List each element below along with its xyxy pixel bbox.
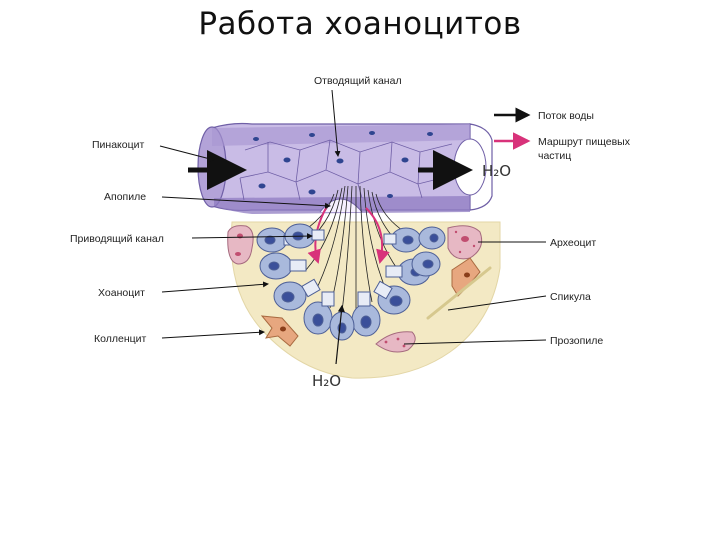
label-collencyte: Колленцит — [94, 333, 146, 345]
left-pink-cell — [228, 226, 253, 264]
h2o-inflow-label: H₂O — [312, 372, 341, 390]
label-prosopyle: Прозопиле — [550, 335, 603, 347]
label-pinacocyte: Пинакоцит — [92, 139, 144, 151]
legend-water-flow-label: Поток воды — [538, 110, 594, 122]
choanocyte-cell — [412, 252, 440, 276]
h2o-outflow-label: H₂O — [482, 162, 511, 180]
label-choanocyte: Хоаноцит — [98, 287, 145, 299]
label-excurrent-canal: Отводящий канал — [314, 75, 402, 87]
legend: Поток воды Маршрут пищевых частиц — [494, 110, 631, 162]
label-archaeocyte: Археоцит — [550, 237, 596, 249]
legend-food-route-label-2: частиц — [538, 150, 571, 162]
label-incurrent-canal: Приводящий канал — [70, 233, 164, 245]
choanocyte-cell — [419, 227, 445, 249]
label-apopyle: Апопиле — [104, 191, 146, 203]
label-spicule: Спикула — [550, 291, 591, 303]
legend-food-route-label: Маршрут пищевых — [538, 136, 631, 148]
choanocyte-cell — [330, 312, 354, 340]
